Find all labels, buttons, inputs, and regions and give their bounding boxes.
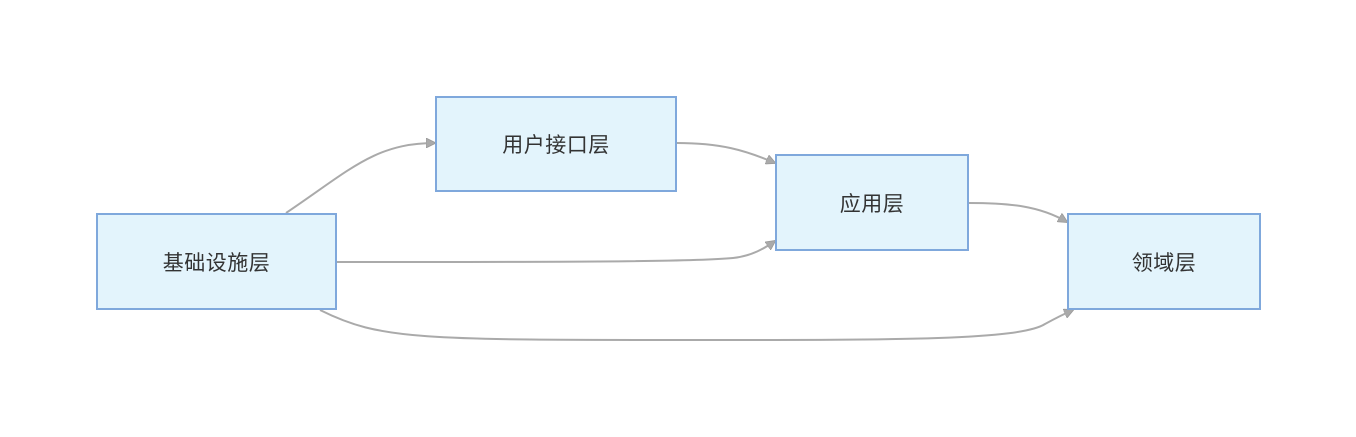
node-label: 应用层 [839, 191, 905, 216]
node-domain-layer[interactable]: 领域层 [1067, 213, 1261, 310]
node-label: 基础设施层 [162, 250, 271, 275]
edge-infra-to-ui [285, 143, 435, 214]
node-label: 用户接口层 [502, 133, 610, 157]
edge-infra-to-app [336, 241, 775, 263]
edge-app-to-domain [968, 202, 1067, 222]
node-infrastructure-layer[interactable]: 基础设施层 [96, 213, 337, 310]
edge-infra-to-domain [319, 310, 1073, 341]
edge-ui-to-app [676, 142, 775, 163]
node-application-layer[interactable]: 应用层 [775, 154, 969, 251]
node-label: 领域层 [1131, 250, 1197, 275]
node-user-interface-layer[interactable]: 用户接口层 [435, 96, 677, 192]
